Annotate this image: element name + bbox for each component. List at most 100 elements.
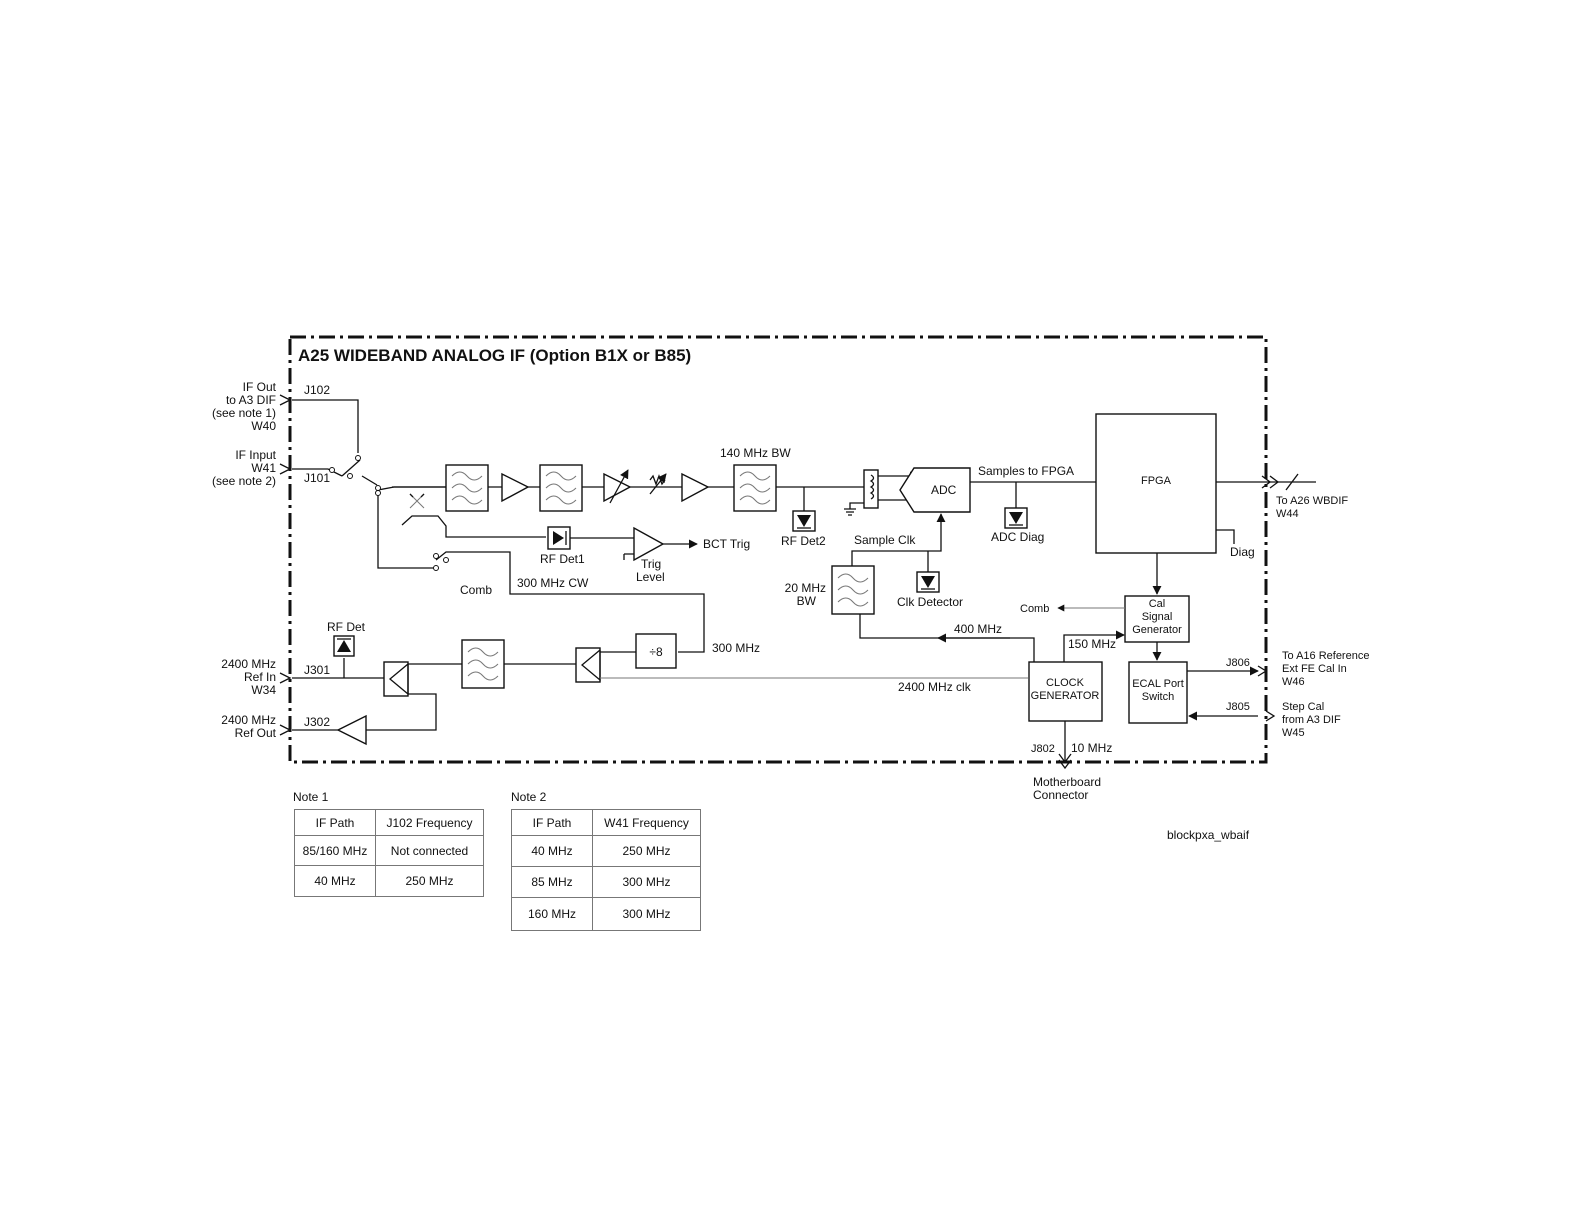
fpga-label: FPGA: [1141, 475, 1172, 487]
rf-det2-detector: [792, 487, 816, 532]
port-to-a26: To A26 WBDIF W44: [1276, 495, 1348, 520]
cal-signal-generator-label: Cal Signal Generator: [1132, 598, 1182, 636]
port-ref-out: 2400 MHz Ref Out: [221, 713, 276, 740]
svg-text:Connector: Connector: [1033, 788, 1088, 802]
svg-text:CLOCK: CLOCK: [1046, 677, 1085, 689]
svg-text:to A3 DIF: to A3 DIF: [226, 393, 276, 407]
trigger-comparator: [623, 526, 698, 562]
port-if-out: IF Out to A3 DIF (see note 1) W40: [212, 380, 277, 433]
note2-cell: 300 MHz: [592, 897, 701, 931]
mhz400-label: 400 MHz: [954, 622, 1002, 636]
note1-table: IF Path J102 Frequency 85/160 MHz Not co…: [294, 809, 484, 897]
bw140-filter: [733, 464, 777, 512]
diag-label: Diag: [1230, 545, 1255, 559]
clk150-line: [1063, 630, 1125, 662]
svg-text:W45: W45: [1282, 727, 1305, 739]
ecal-port-switch-label: ECAL Port Switch: [1132, 678, 1184, 703]
if-chain-variable-amp: [603, 469, 632, 504]
svg-text:Ref Out: Ref Out: [235, 726, 277, 740]
svg-text:from A3 DIF: from A3 DIF: [1282, 714, 1341, 726]
svg-text:Ref In: Ref In: [244, 670, 276, 684]
svg-text:Cal: Cal: [1149, 598, 1166, 610]
note1-cell: 250 MHz: [375, 865, 484, 897]
svg-text:Motherboard: Motherboard: [1033, 775, 1101, 789]
port-to-a16: To A16 Reference Ext FE Cal In W46: [1282, 650, 1369, 688]
divide-by-8-block: ÷8: [635, 633, 677, 669]
svg-text:Signal: Signal: [1142, 611, 1173, 623]
trig-level-label-2: Level: [636, 570, 665, 584]
bw20-filter: [831, 565, 875, 615]
note2-cell: 40 MHz: [511, 835, 593, 867]
bw20-label-2: BW: [797, 594, 817, 608]
svg-text:Ext FE Cal In: Ext FE Cal In: [1282, 663, 1347, 675]
svg-text:Generator: Generator: [1132, 624, 1182, 636]
adc-diag-label: ADC Diag: [991, 530, 1044, 544]
note1-cell: 40 MHz: [294, 865, 376, 897]
mhz150-label: 150 MHz: [1068, 637, 1116, 651]
svg-text:To A26 WBDIF: To A26 WBDIF: [1276, 495, 1348, 507]
motherboard-connector-label: Motherboard Connector: [1033, 775, 1101, 802]
coupler-path: [401, 493, 546, 538]
port-if-input: IF Input W41 (see note 2): [212, 448, 277, 488]
cal-signal-generator-block: [1124, 595, 1190, 643]
j802-label: J802: [1031, 743, 1055, 755]
if-chain-filter-1: [445, 464, 489, 512]
note2-header-frequency: W41 Frequency: [592, 809, 701, 836]
note1-cell: 85/160 MHz: [294, 835, 376, 866]
note1-title: Note 1: [293, 790, 329, 804]
file-name-label: blockpxa_wbaif: [1167, 828, 1250, 842]
mhz300-label: 300 MHz: [712, 641, 760, 655]
svg-text:IF Input: IF Input: [235, 448, 276, 462]
svg-text:IF Out: IF Out: [243, 380, 277, 394]
note2-cell: 300 MHz: [592, 866, 701, 898]
port-ref-in: 2400 MHz Ref In W34: [221, 657, 276, 697]
diag-line: [1216, 529, 1235, 544]
svg-text:(see note 2): (see note 2): [212, 474, 276, 488]
adc-label: ADC: [931, 483, 957, 497]
rf-det1-label: RF Det1: [540, 552, 585, 566]
note2-table: IF Path W41 Frequency 40 MHz 250 MHz 85 …: [511, 809, 701, 931]
svg-text:Step Cal: Step Cal: [1282, 701, 1324, 713]
rf-det1-detector: [547, 526, 634, 550]
fpga-bus-slash: [1285, 473, 1299, 491]
j301-label: J301: [304, 663, 330, 677]
rf-det2-label: RF Det2: [781, 534, 826, 548]
clk2400-label: 2400 MHz clk: [898, 680, 972, 694]
note2-header-if-path: IF Path: [511, 809, 593, 836]
bw20-label-1: 20 MHz: [785, 581, 826, 595]
note2-cell: 250 MHz: [592, 835, 701, 867]
svg-text:2400 MHz: 2400 MHz: [221, 713, 276, 727]
mhz10-label: 10 MHz: [1071, 741, 1112, 755]
balun-transformer: [844, 469, 919, 516]
fpga-block: [1095, 413, 1217, 554]
sample-clk-label: Sample Clk: [854, 533, 916, 547]
samples-to-fpga-label: Samples to FPGA: [978, 464, 1074, 478]
svg-text:W44: W44: [1276, 508, 1299, 520]
svg-text:W34: W34: [251, 683, 276, 697]
adc-block: [899, 467, 971, 513]
fpga-output-chevron: [1261, 475, 1280, 489]
mhz10-chevron: [1058, 753, 1072, 770]
sample-clock-path: [851, 513, 946, 593]
svg-text:(see note 1): (see note 1): [212, 406, 276, 420]
svg-text:W41: W41: [251, 461, 276, 475]
connector-chevrons-left: [279, 394, 292, 736]
note1-header-frequency: J102 Frequency: [375, 809, 484, 836]
port-step-cal: Step Cal from A3 DIF W45: [1282, 701, 1341, 739]
if-chain-filter-2: [539, 464, 583, 512]
bw140-label: 140 MHz BW: [720, 446, 791, 460]
clock-generator-label: CLOCK GENERATOR: [1031, 677, 1100, 702]
clk-detector-label: Clk Detector: [897, 595, 963, 609]
note1-header-if-path: IF Path: [294, 809, 376, 836]
svg-text:W40: W40: [251, 419, 276, 433]
j805-chevron: [1265, 710, 1276, 722]
comb-left-label: Comb: [460, 583, 492, 597]
module-boundary: [288, 335, 1268, 764]
svg-text:Switch: Switch: [1142, 691, 1174, 703]
comb-right-label: Comb: [1020, 603, 1049, 615]
svg-text:÷8: ÷8: [649, 645, 663, 659]
note1-cell: Not connected: [375, 835, 484, 866]
j806-label: J806: [1226, 657, 1250, 669]
if-chain-amp-2: [681, 472, 710, 503]
